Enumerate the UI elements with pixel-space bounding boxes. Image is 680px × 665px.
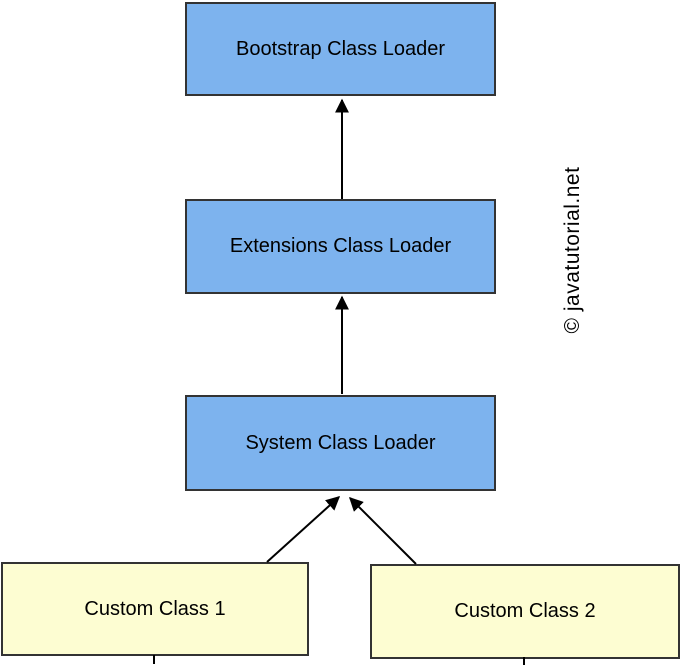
node-extensions-class-loader: Extensions Class Loader <box>185 199 496 294</box>
watermark-text: © javatutorial.net <box>561 166 584 334</box>
node-system-class-loader: System Class Loader <box>185 395 496 491</box>
node-system-label: System Class Loader <box>245 431 436 454</box>
node-custom2-label: Custom Class 2 <box>454 600 596 622</box>
node-bootstrap-label: Bootstrap Class Loader <box>235 37 445 60</box>
node-custom-class-2: Custom Class 2 <box>370 564 680 659</box>
node-custom1-label: Custom Class 1 <box>84 597 226 620</box>
arrow-custom1-to-system <box>266 496 341 563</box>
arrow-custom2-to-system <box>349 497 417 565</box>
node-bootstrap-class-loader: Bootstrap Class Loader <box>185 2 496 96</box>
node-extensions-label: Extensions Class Loader <box>229 235 452 257</box>
node-custom-class-1: Custom Class 1 <box>1 562 309 656</box>
